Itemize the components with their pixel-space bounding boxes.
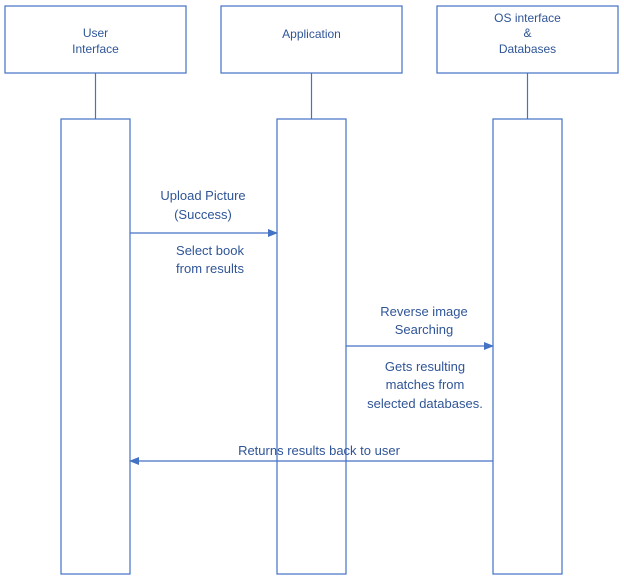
message-upload-picture: Upload Picture (Success) Select book fro… xyxy=(130,188,278,276)
participant-label-line-1: User xyxy=(83,26,108,40)
message-label-below-3: selected databases. xyxy=(367,396,483,411)
message-reverse-image-search: Reverse image Searching Gets resulting m… xyxy=(346,304,494,411)
participant-label-line-2: & xyxy=(523,26,531,40)
activation-bar xyxy=(276,118,347,575)
participant-label-line-2: Interface xyxy=(72,42,119,56)
participant-label-line-3: Databases xyxy=(499,42,556,56)
message-label-below-2: matches from xyxy=(386,377,465,392)
message-label-above-1: Upload Picture xyxy=(160,188,245,203)
message-label-above-1: Returns results back to user xyxy=(238,443,401,458)
participant-label-line-1: Application xyxy=(282,27,341,41)
participant-application: Application xyxy=(220,5,403,575)
message-label-above-1: Reverse image xyxy=(380,304,467,319)
participant-box xyxy=(4,5,187,74)
participant-label-line-1: OS interface xyxy=(494,11,561,25)
message-label-below-2: from results xyxy=(176,261,244,276)
participant-box xyxy=(436,5,619,74)
message-label-above-2: Searching xyxy=(395,322,454,337)
message-returns-results: Returns results back to user xyxy=(129,443,493,465)
participant-os-databases: OS interface & Databases xyxy=(436,5,619,575)
activation-bar xyxy=(492,118,563,575)
participant-user-interface: User Interface xyxy=(4,5,187,575)
activation-bar xyxy=(60,118,131,575)
message-label-below-1: Select book xyxy=(176,243,244,258)
message-label-above-2: (Success) xyxy=(174,207,232,222)
message-label-below-1: Gets resulting xyxy=(385,359,465,374)
participant-box xyxy=(220,5,403,74)
